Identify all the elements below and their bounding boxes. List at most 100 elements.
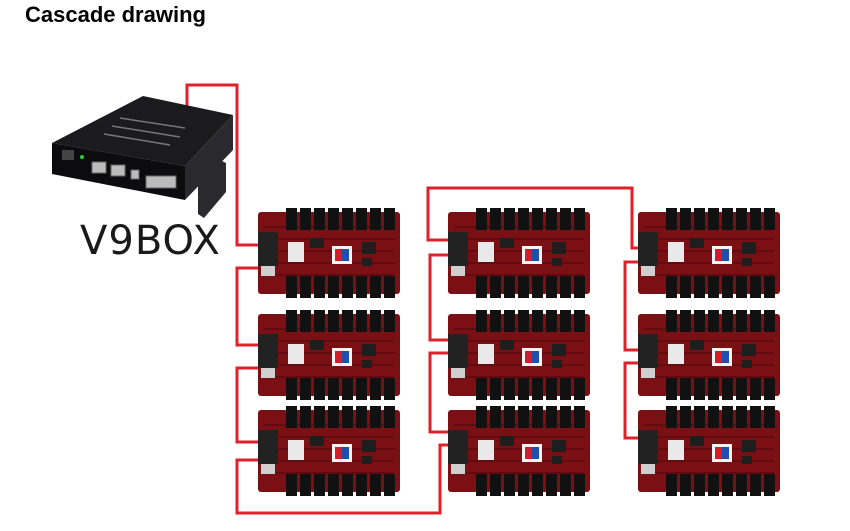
hub-connector <box>370 276 381 298</box>
hub-connector <box>490 276 501 298</box>
receiving-card <box>448 310 590 400</box>
hub-connector <box>708 378 719 400</box>
hub-connector <box>722 406 733 428</box>
card-chip <box>742 344 756 356</box>
pcb-trace <box>454 436 584 438</box>
network-port <box>638 430 658 464</box>
hub-connector <box>560 276 571 298</box>
logo-mark <box>532 351 539 363</box>
hub-connector <box>708 276 719 298</box>
hub-connector <box>384 378 395 400</box>
hub-connector <box>736 276 747 298</box>
hub-connector <box>314 208 325 230</box>
hub-connector <box>764 378 775 400</box>
hub-connector <box>286 378 297 400</box>
hub-connector <box>680 208 691 230</box>
hub-connector <box>490 378 501 400</box>
pcb-trace <box>264 238 394 240</box>
logo-mark <box>335 447 342 459</box>
hub-connector <box>736 208 747 230</box>
pcb-trace <box>264 436 394 438</box>
hub-connector <box>286 208 297 230</box>
card-chip <box>362 242 376 254</box>
network-port-led <box>451 266 465 276</box>
hub-connector <box>694 276 705 298</box>
card-chip <box>690 340 704 350</box>
hub-connector <box>384 474 395 496</box>
hub-connector <box>750 310 761 332</box>
hub-connector <box>694 208 705 230</box>
hub-connector <box>356 406 367 428</box>
card-chip <box>690 436 704 446</box>
logo-mark <box>525 351 532 363</box>
hub-connector <box>476 208 487 230</box>
card-sticker <box>478 440 494 460</box>
pcb-trace <box>454 376 584 378</box>
receiving-card <box>638 208 780 298</box>
hub-connector <box>314 406 325 428</box>
hub-connector <box>680 276 691 298</box>
hub-connector <box>490 474 501 496</box>
hub-connector <box>286 474 297 496</box>
network-port <box>258 334 278 368</box>
logo-mark <box>715 351 722 363</box>
network-port <box>448 334 468 368</box>
card-sticker <box>478 242 494 262</box>
pcb-trace <box>454 364 584 366</box>
pcb-trace <box>454 472 584 474</box>
hub-connector <box>764 208 775 230</box>
pcb-trace <box>264 262 394 264</box>
hub-connector <box>504 208 515 230</box>
pcb-trace <box>454 238 584 240</box>
hub-connector <box>356 310 367 332</box>
hub-connector <box>490 406 501 428</box>
card-chip <box>552 242 566 254</box>
hub-connector <box>680 378 691 400</box>
hub-connector <box>370 310 381 332</box>
hub-connector <box>546 406 557 428</box>
pcb-trace <box>264 340 394 342</box>
network-port-led <box>451 464 465 474</box>
pcb-trace <box>264 364 394 366</box>
hub-connector <box>722 208 733 230</box>
hub-connector <box>666 378 677 400</box>
hub-connector <box>314 474 325 496</box>
receiving-card <box>258 208 400 298</box>
hub-connector <box>666 310 677 332</box>
logo-mark <box>715 447 722 459</box>
hub-connector <box>518 208 529 230</box>
hub-connector <box>764 310 775 332</box>
hub-connector <box>736 378 747 400</box>
hub-connector <box>504 474 515 496</box>
hub-connector <box>750 208 761 230</box>
hub-connector <box>722 310 733 332</box>
logo-mark <box>532 249 539 261</box>
hub-connector <box>328 276 339 298</box>
hub-connector <box>546 208 557 230</box>
hub-connector <box>666 406 677 428</box>
hub-connector <box>490 208 501 230</box>
logo-mark <box>722 447 729 459</box>
network-port <box>638 232 658 266</box>
hub-connector <box>680 310 691 332</box>
hub-connector <box>286 310 297 332</box>
hub-connector <box>532 474 543 496</box>
ethernet-port <box>92 162 106 173</box>
hub-connector <box>750 276 761 298</box>
status-led <box>80 155 84 159</box>
card-sticker <box>288 344 304 364</box>
usb-port <box>131 170 139 179</box>
network-port <box>638 334 658 368</box>
hub-connector <box>286 406 297 428</box>
hub-connector <box>328 208 339 230</box>
hub-connector <box>370 378 381 400</box>
hub-connector <box>694 310 705 332</box>
card-sticker <box>668 440 684 460</box>
hub-connector <box>476 378 487 400</box>
card-chip <box>362 344 376 356</box>
receiving-card <box>638 406 780 496</box>
network-port <box>448 232 468 266</box>
network-port-led <box>261 266 275 276</box>
pcb-trace <box>644 238 774 240</box>
hub-connector <box>546 310 557 332</box>
